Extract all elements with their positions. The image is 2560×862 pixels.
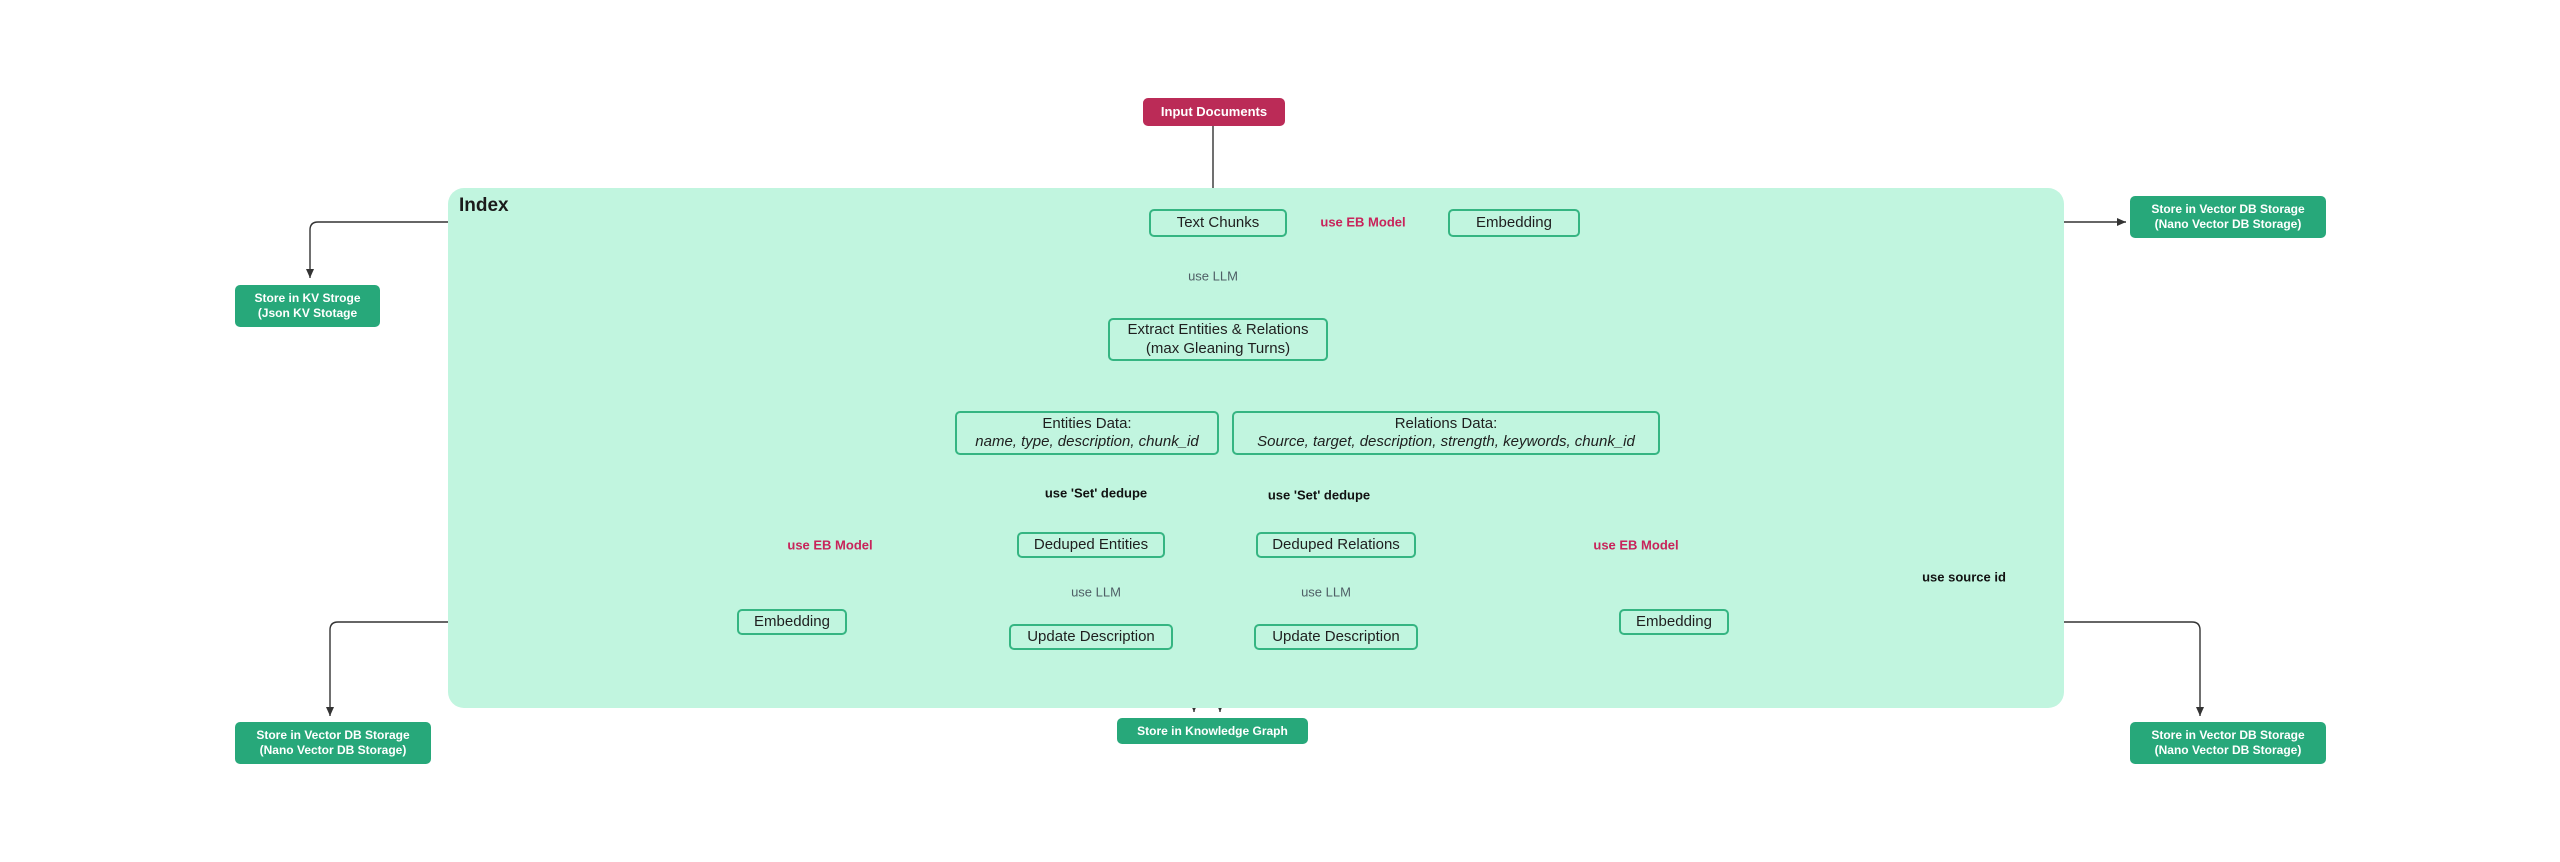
embedding-left-node: Embedding [737, 609, 847, 635]
embedding-right-node: Embedding [1619, 609, 1729, 635]
store-kv-node: Store in KV Stroge (Json KV Stotage [235, 285, 380, 327]
edge-label-llm-extract: use LLM [1186, 267, 1240, 285]
edge-label-set-dedupe-entities: use 'Set' dedupe [1042, 484, 1150, 502]
edge-embedding-left-to-vector [326, 621, 737, 716]
store-vector-db-left-line1: Store in Vector DB Storage [256, 728, 410, 743]
edge-label-eb-model-right: use EB Model [1591, 536, 1681, 554]
edge-label-set-dedupe-relations: use 'Set' dedupe [1265, 486, 1373, 504]
extract-entities-relations-node: Extract Entities & Relations (max Gleani… [1108, 318, 1328, 361]
embedding-top-node: Embedding [1448, 209, 1580, 237]
entities-data-node: Entities Data: name, type, description, … [955, 411, 1219, 455]
store-vector-db-top-line2: (Nano Vector DB Storage) [2154, 217, 2302, 231]
update-description-right-node: Update Description [1254, 624, 1418, 650]
embedding-left-label: Embedding [754, 612, 830, 630]
store-knowledge-graph-label: Store in Knowledge Graph [1137, 723, 1288, 738]
extract-line2: (max Gleaning Turns) [1145, 339, 1291, 357]
edge-embedding-right-to-vector [1729, 621, 2204, 716]
text-chunks-label: Text Chunks [1176, 213, 1260, 231]
store-vector-db-left-node: Store in Vector DB Storage (Nano Vector … [235, 722, 431, 764]
embedding-right-label: Embedding [1636, 612, 1712, 630]
deduped-relations-label: Deduped Relations [1272, 535, 1400, 553]
store-vector-db-left-line2: (Nano Vector DB Storage) [259, 743, 407, 757]
text-chunks-node: Text Chunks [1149, 209, 1287, 237]
entities-data-title: Entities Data: [1042, 414, 1132, 432]
extract-line1: Extract Entities & Relations [1127, 321, 1309, 339]
deduped-relations-node: Deduped Relations [1256, 532, 1416, 558]
edge-chunks-to-kv [306, 221, 1149, 278]
deduped-entities-node: Deduped Entities [1017, 532, 1165, 558]
store-vector-db-right-line2: (Nano Vector DB Storage) [2154, 743, 2302, 757]
store-kv-line1: Store in KV Stroge [254, 291, 361, 306]
entities-data-fields: name, type, description, chunk_id [975, 433, 1199, 450]
input-documents-node: Input Documents [1143, 98, 1285, 126]
index-title: Index [459, 195, 509, 216]
relations-data-title: Relations Data: [1394, 414, 1498, 432]
input-documents-label: Input Documents [1160, 104, 1268, 120]
relations-data-node: Relations Data: Source, target, descript… [1232, 411, 1660, 455]
store-vector-db-top-line1: Store in Vector DB Storage [2151, 202, 2305, 217]
store-vector-db-top-node: Store in Vector DB Storage (Nano Vector … [2130, 196, 2326, 238]
edge-label-eb-model-left: use EB Model [785, 536, 875, 554]
edge-label-llm-entities: use LLM [1069, 583, 1123, 601]
edge-label-source-id: use source id [1922, 569, 2006, 585]
update-description-left-label: Update Description [1027, 627, 1155, 645]
relations-data-fields: Source, target, description, strength, k… [1257, 433, 1635, 450]
embedding-top-label: Embedding [1476, 213, 1552, 231]
update-description-right-label: Update Description [1272, 627, 1400, 645]
store-vector-db-right-line1: Store in Vector DB Storage [2151, 728, 2305, 743]
edge-label-llm-relations: use LLM [1299, 583, 1353, 601]
store-vector-db-right-node: Store in Vector DB Storage (Nano Vector … [2130, 722, 2326, 764]
deduped-entities-label: Deduped Entities [1033, 535, 1149, 553]
edge-label-eb-model-top: use EB Model [1318, 213, 1408, 231]
store-kv-line2: (Json KV Stotage [257, 306, 358, 320]
update-description-left-node: Update Description [1009, 624, 1173, 650]
store-knowledge-graph-node: Store in Knowledge Graph [1117, 718, 1308, 744]
